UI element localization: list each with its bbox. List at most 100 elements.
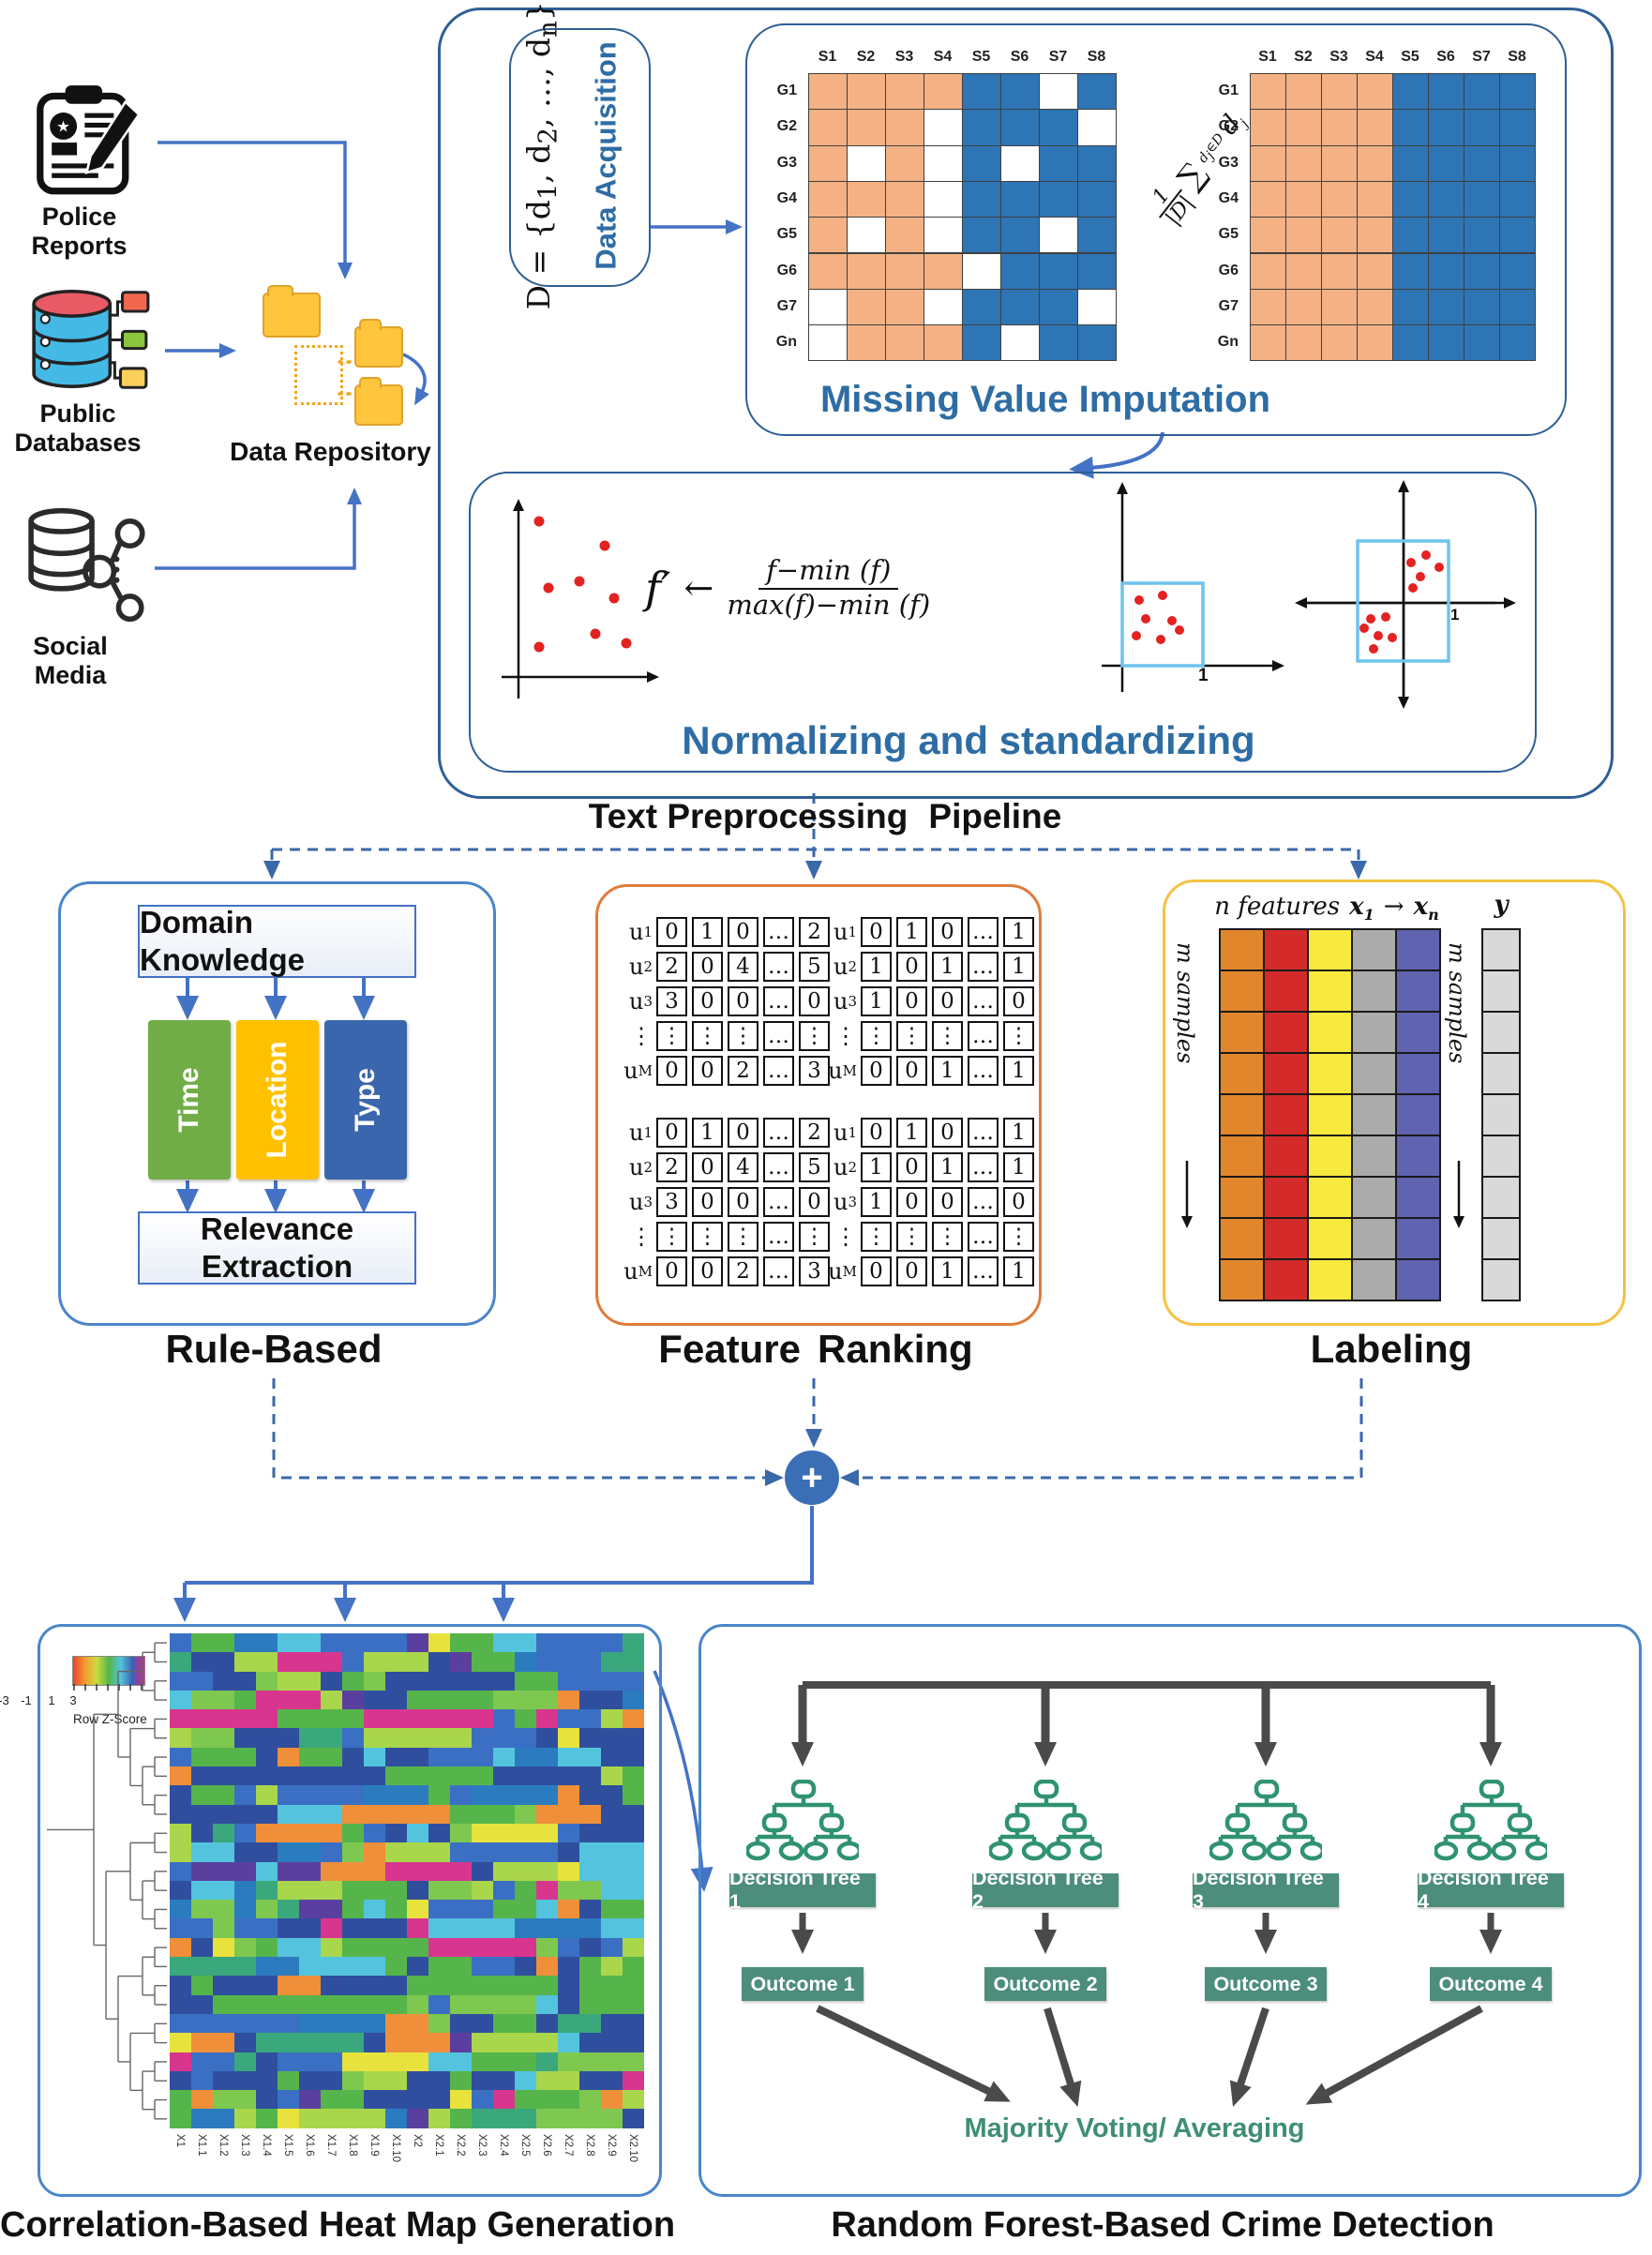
fr-cell: 0 (932, 917, 963, 947)
heatmap-cell (278, 2109, 299, 2128)
heatmap-cell (428, 2109, 450, 2128)
lab-cell (1351, 1011, 1397, 1054)
imp-colhead: S2 (856, 49, 876, 65)
text-preprocessing-pipeline-box (438, 8, 1614, 799)
heatmap-cell (601, 1728, 623, 1748)
heatmap-cell (299, 1709, 321, 1729)
heatmap-cell (601, 1747, 623, 1767)
heatmap-cell (450, 1842, 472, 1862)
heatmap-cell (472, 2109, 493, 2128)
heatmap-cell (278, 1842, 299, 1862)
heatmap-cell (558, 2033, 579, 2052)
heatmap-cell (170, 1861, 191, 1881)
rule-based-box (58, 881, 496, 1326)
heatmap-cell (170, 1937, 191, 1958)
heatmap-cell (213, 1937, 234, 1958)
heatmap-cell (321, 2033, 342, 2052)
colorbar-tick-label: -3 (0, 1693, 9, 1707)
heatmap-cell (321, 1994, 342, 2014)
fr-rowlab: ⋮ (630, 1224, 653, 1250)
heatmap-cell (623, 1976, 644, 1995)
acquisition-formula: D = {d1, d2, …, dn} (520, 1, 563, 310)
imp-cell (1321, 324, 1358, 362)
imp-cell (1000, 109, 1040, 146)
heatmap-cell (428, 1861, 450, 1881)
heatmap-cell (385, 1994, 407, 2014)
lab-cell (1395, 1093, 1441, 1136)
heatmap-cell (342, 1842, 364, 1862)
fr-cell: ⋮ (896, 1021, 927, 1051)
imp-cell (1392, 180, 1429, 218)
lab-ycell (1481, 1258, 1521, 1301)
lab-ycell (1481, 970, 1521, 1013)
heatmap-cell (234, 2070, 256, 2091)
heatmap-cell (191, 1823, 213, 1843)
heatmap-cell (278, 1690, 299, 1710)
heatmap-cell (536, 1957, 558, 1977)
heatmap-cell (623, 1709, 644, 1729)
heatmap-cell (170, 1633, 191, 1653)
fr-cell: 0 (896, 1152, 927, 1182)
lab-cell (1219, 1011, 1265, 1054)
imp-cell (1464, 144, 1500, 182)
heatmap-cell (299, 1728, 321, 1748)
heatmap-cell (623, 2090, 644, 2110)
heatmap-cell (407, 1918, 428, 1938)
heatmap-cell (558, 1976, 579, 1995)
imp-colhead: S7 (1472, 49, 1491, 65)
fr-cell: … (763, 1152, 794, 1182)
heatmap-cell (170, 1957, 191, 1977)
heatmap-cell (472, 1633, 493, 1653)
heatmap-cell (256, 1976, 278, 1995)
fr-cell: … (763, 1222, 794, 1252)
scatter-standardized (1295, 480, 1516, 709)
lab-cell (1307, 970, 1353, 1013)
heatmap-cell (234, 1766, 256, 1786)
heatmap-cell (342, 2109, 364, 2128)
heatmap-cell (579, 1842, 601, 1862)
heatmap-cell (450, 1994, 472, 2014)
heatmap-cell (428, 1671, 450, 1691)
heatmap-cell (342, 1880, 364, 1901)
fr-cell: … (763, 1187, 794, 1217)
heatmap-cell (558, 1690, 579, 1710)
lab-cell (1263, 1052, 1309, 1095)
heatmap-cell (191, 1976, 213, 1995)
heatmap-cell (385, 1918, 407, 1938)
heatmap-cell (493, 1976, 515, 1995)
heatmap-cell (407, 1900, 428, 1919)
heatmap-cell (493, 1785, 515, 1805)
heatmap-cell (364, 2052, 385, 2071)
heatmap-cell (170, 1900, 191, 1919)
heatmap-cell (536, 1728, 558, 1748)
heatmap-cell (558, 1652, 579, 1672)
imp-colhead: S2 (1294, 49, 1313, 65)
heatmap-cell (385, 1652, 407, 1672)
heatmap-cell (364, 1785, 385, 1805)
lab-cell (1263, 1135, 1309, 1178)
lab-cell (1263, 1176, 1309, 1219)
heatmap-cell (256, 1957, 278, 1977)
imp-cell (1392, 252, 1429, 290)
heatmap-cell (407, 1652, 428, 1672)
heatmap-cell (428, 1900, 450, 1919)
heatmap-cell (234, 1918, 256, 1938)
fr-cell: … (968, 1187, 999, 1217)
heatmap-cell (407, 1976, 428, 1995)
heatmap-cell (385, 1957, 407, 1977)
fr-cell: 0 (1003, 986, 1034, 1016)
heatmap-cell (321, 1900, 342, 1919)
heatmap-cell (579, 1671, 601, 1691)
heatmap-cell (407, 1842, 428, 1862)
heatmap-cell (536, 1709, 558, 1729)
imp-cell (1428, 252, 1464, 290)
imp-cell (1392, 288, 1429, 326)
heatmap-cell (472, 1842, 493, 1862)
imp-cell (1077, 73, 1117, 111)
heatmap-cell (515, 1728, 536, 1748)
heatmap-cell (601, 1804, 623, 1824)
labeling-title: Labeling (1310, 1327, 1473, 1371)
heatmap-cell (256, 1994, 278, 2014)
decision-tree-icon (989, 1780, 1102, 1866)
